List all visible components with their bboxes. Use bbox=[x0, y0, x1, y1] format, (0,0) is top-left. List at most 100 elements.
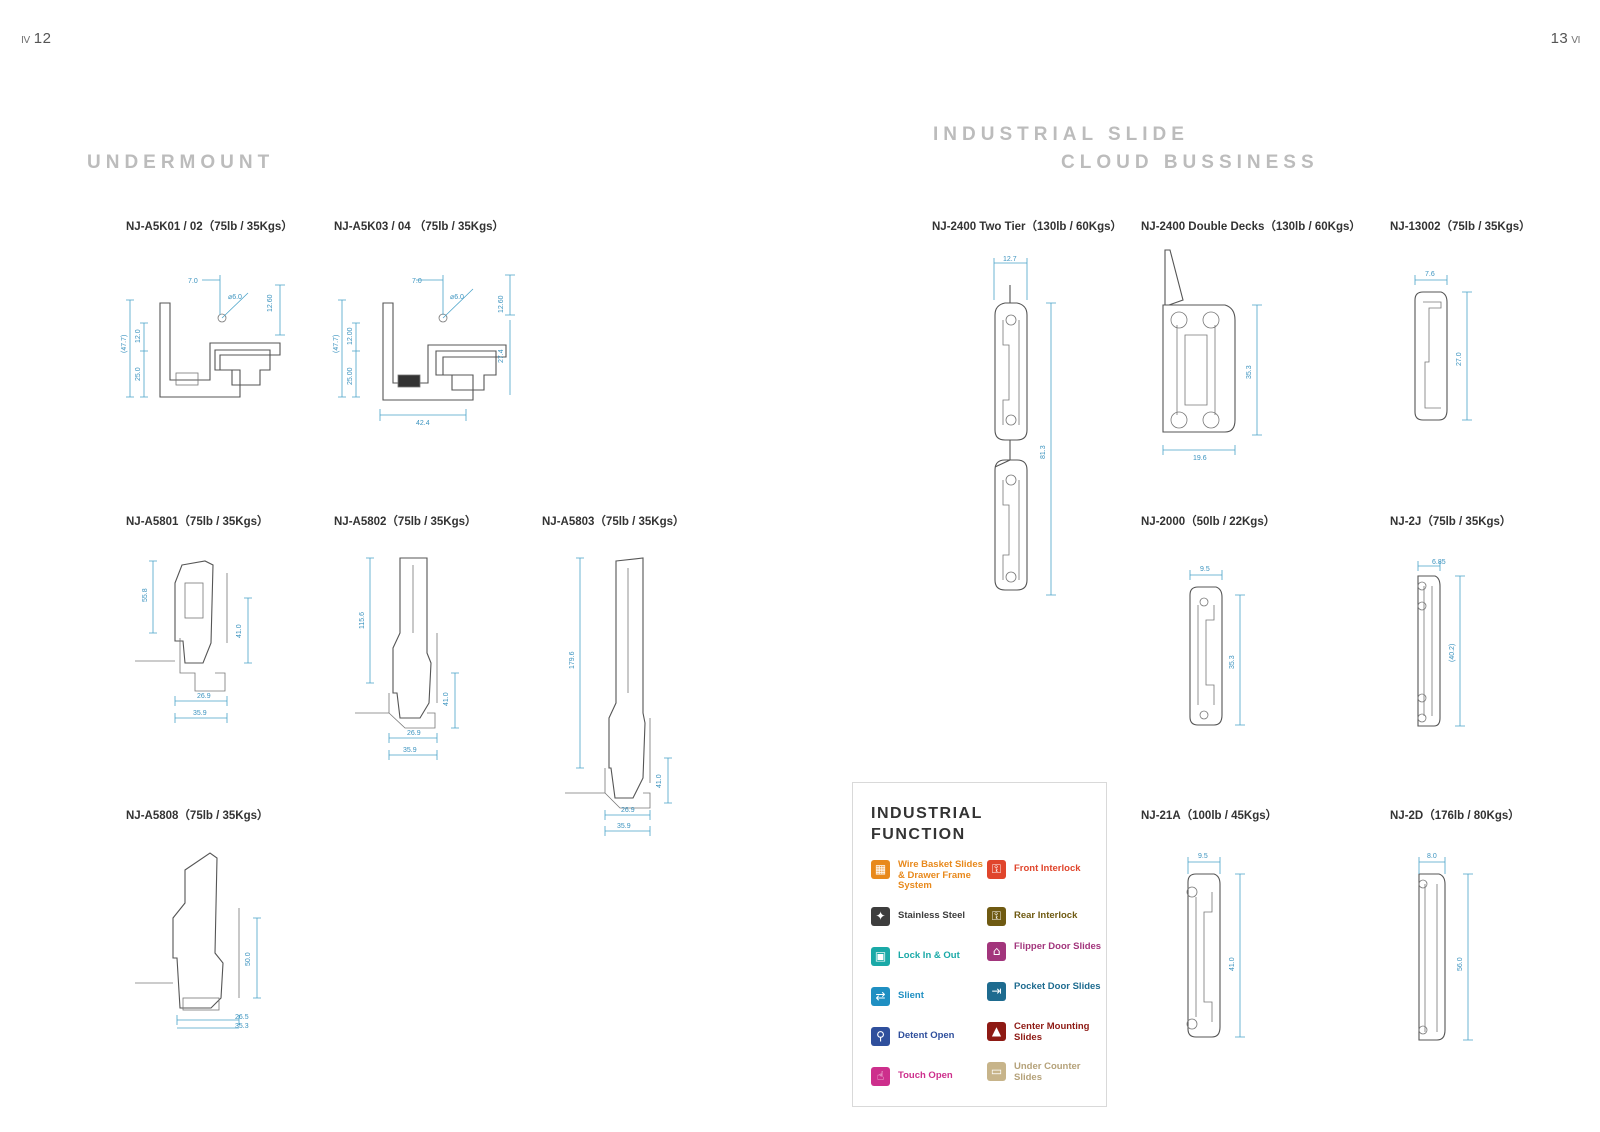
dim-a5802-2: 26.9 bbox=[407, 730, 421, 737]
product-label-a5803: NJ-A5803（75lb / 35Kgs） bbox=[542, 516, 685, 528]
product-label-2000: NJ-2000（50lb / 22Kgs） bbox=[1141, 516, 1276, 528]
front-lock-icon: ⚿ bbox=[987, 860, 1006, 879]
product-label-a5808: NJ-A5808（75lb / 35Kgs） bbox=[126, 810, 269, 822]
basket-icon: ▦ bbox=[871, 860, 890, 879]
dim-a5k03-4: 12.00 bbox=[347, 327, 354, 345]
product-label-13002: NJ-13002（75lb / 35Kgs） bbox=[1390, 221, 1531, 233]
function-label: Under Counter Slides bbox=[1014, 1061, 1081, 1083]
dim-a5808-0: 50.0 bbox=[245, 952, 252, 966]
product-label-2j: NJ-2J（75lb / 35Kgs） bbox=[1390, 516, 1512, 528]
dim-a5k03-5: 25.00 bbox=[347, 367, 354, 385]
dim-a5k01-0: 7.0 bbox=[188, 278, 198, 285]
legend-title-line1: INDUSTRIAL bbox=[871, 805, 983, 822]
left-roman-numeral: Ⅳ bbox=[21, 35, 31, 46]
industrial-slide-title: INDUSTRIAL SLIDE bbox=[933, 124, 1189, 145]
drawing-2400-double-decks: 35.3 19.6 bbox=[1162, 249, 1262, 462]
drawing-a5808: 50.0 26.5 35.3 bbox=[135, 852, 261, 1030]
function-item: ☝ Touch Open bbox=[871, 1067, 986, 1086]
rear-lock-icon: ⚿ bbox=[987, 907, 1006, 926]
drawing-2000: 9.5 35.3 bbox=[1189, 566, 1245, 726]
legend-title-line2: FUNCTION bbox=[871, 826, 966, 843]
function-item: ⚿ Rear Interlock bbox=[987, 907, 1102, 926]
drawing-21a: 9.5 41.0 bbox=[1186, 853, 1245, 1038]
dim-a5803-0: 179.6 bbox=[569, 651, 576, 669]
function-item: ✦ Stainless Steel bbox=[871, 907, 986, 926]
dim-a5k01-4: 12.0 bbox=[135, 329, 142, 343]
center-mount-icon: ▲ bbox=[987, 1022, 1006, 1041]
dim-a5k03-2: 12.60 bbox=[498, 295, 505, 313]
dim-2400t-1: 81.3 bbox=[1040, 445, 1047, 459]
function-label: Touch Open bbox=[898, 1070, 953, 1081]
function-label: Pocket Door Slides bbox=[1014, 981, 1101, 992]
function-item: ⚿ Front Interlock bbox=[987, 860, 1102, 879]
industrial-function-legend: INDUSTRIAL FUNCTION ▦ Wire Basket Slides… bbox=[852, 782, 1107, 1107]
dim-21a-1: 41.0 bbox=[1229, 957, 1236, 971]
function-item: ⇄ Slient bbox=[871, 987, 986, 1006]
dim-a5k03-6: 27.4 bbox=[498, 349, 505, 363]
sparkle-icon: ✦ bbox=[871, 907, 890, 926]
undermount-title: UNDERMOUNT bbox=[87, 152, 275, 173]
dim-2j-0: 6.85 bbox=[1432, 559, 1446, 566]
function-item: ▲ Center Mounting Slides bbox=[987, 1021, 1102, 1043]
dim-a5k01-3: (47.7) bbox=[121, 335, 128, 353]
dim-a5801-3: 35.9 bbox=[193, 710, 207, 717]
drawing-a5k01: 7.0 ⌀6.0 12.60 (47.7) 12.0 25.0 bbox=[121, 275, 285, 398]
dim-a5k01-2: 12.60 bbox=[267, 294, 274, 312]
function-label: Detent Open bbox=[898, 1030, 955, 1041]
drawing-2j: 6.85 (40.2) bbox=[1417, 559, 1465, 727]
product-label-21a: NJ-21A（100lb / 45Kgs） bbox=[1141, 810, 1278, 822]
legend-title: INDUSTRIAL FUNCTION bbox=[871, 803, 1011, 845]
dim-a5k03-7: 42.4 bbox=[416, 420, 430, 427]
flipper-door-icon: ⌂ bbox=[987, 942, 1006, 961]
pocket-door-icon: ⇥ bbox=[987, 982, 1006, 1001]
function-label: Wire Basket Slides & Drawer Frame System bbox=[898, 859, 983, 891]
dim-13002-1: 27.0 bbox=[1456, 352, 1463, 366]
drawing-a5802: 115.6 41.0 26.9 35.9 bbox=[355, 557, 459, 760]
dim-2000-0: 9.5 bbox=[1200, 566, 1210, 573]
function-item: ⌂ Flipper Door Slides bbox=[987, 941, 1102, 961]
left-page-number-text: 12 bbox=[33, 30, 52, 47]
dim-a5802-0: 115.6 bbox=[359, 612, 366, 629]
drawing-a5801: 55.8 41.0 26.9 35.9 bbox=[135, 560, 252, 723]
product-label-2400-double-decks: NJ-2400 Double Decks（130lb / 60Kgs） bbox=[1141, 221, 1361, 233]
dim-a5802-1: 41.0 bbox=[443, 692, 450, 706]
function-item: ▭ Under Counter Slides bbox=[987, 1061, 1102, 1083]
dim-2j-1: (40.2) bbox=[1449, 644, 1456, 662]
dim-2400t-0: 12.7 bbox=[1003, 256, 1017, 263]
under-counter-icon: ▭ bbox=[987, 1062, 1006, 1081]
function-label: Lock In & Out bbox=[898, 950, 960, 961]
product-label-2400-two-tier: NJ-2400 Two Tier（130lb / 60Kgs） bbox=[932, 221, 1123, 233]
drawing-2400-two-tier: 12.7 81.3 bbox=[993, 256, 1056, 596]
function-label: Front Interlock bbox=[1014, 863, 1081, 874]
right-roman-numeral: Ⅵ bbox=[1571, 35, 1581, 46]
function-item: ▦ Wire Basket Slides & Drawer Frame Syst… bbox=[871, 859, 986, 892]
dim-a5801-2: 26.9 bbox=[197, 693, 211, 700]
drawing-a5803: 179.6 41.0 26.9 35.9 bbox=[565, 557, 672, 836]
function-label: Slient bbox=[898, 990, 924, 1001]
function-item: ⇥ Pocket Door Slides bbox=[987, 981, 1102, 1001]
dim-a5k03-0: 7.0 bbox=[412, 278, 422, 285]
dim-2400d-1: 19.6 bbox=[1193, 455, 1207, 462]
touch-open-icon: ☝ bbox=[871, 1067, 890, 1086]
dim-a5801-0: 55.8 bbox=[142, 588, 149, 602]
function-label: Stainless Steel bbox=[898, 910, 966, 921]
function-item: ⚲ Detent Open bbox=[871, 1027, 986, 1046]
drawing-13002: 7.6 27.0 bbox=[1414, 271, 1472, 421]
dim-2000-1: 35.3 bbox=[1229, 655, 1236, 669]
function-item: ▣ Lock In & Out bbox=[871, 947, 986, 966]
silent-icon: ⇄ bbox=[871, 987, 890, 1006]
dim-a5803-3: 35.9 bbox=[617, 823, 631, 830]
product-label-a5k03: NJ-A5K03 / 04 （75lb / 35Kgs） bbox=[334, 221, 505, 233]
dim-a5801-1: 41.0 bbox=[236, 624, 243, 638]
right-page-number-text: 13 bbox=[1550, 30, 1569, 47]
product-label-a5801: NJ-A5801（75lb / 35Kgs） bbox=[126, 516, 269, 528]
function-label: Rear Interlock bbox=[1014, 910, 1078, 921]
dim-2400d-0: 35.3 bbox=[1246, 365, 1253, 379]
product-label-2d: NJ-2D（176lb / 80Kgs） bbox=[1390, 810, 1520, 822]
dim-a5k01-5: 25.0 bbox=[135, 367, 142, 381]
dim-2d-1: 56.0 bbox=[1457, 957, 1464, 971]
dim-a5k03-3: (47.7) bbox=[333, 335, 340, 353]
detent-icon: ⚲ bbox=[871, 1027, 890, 1046]
